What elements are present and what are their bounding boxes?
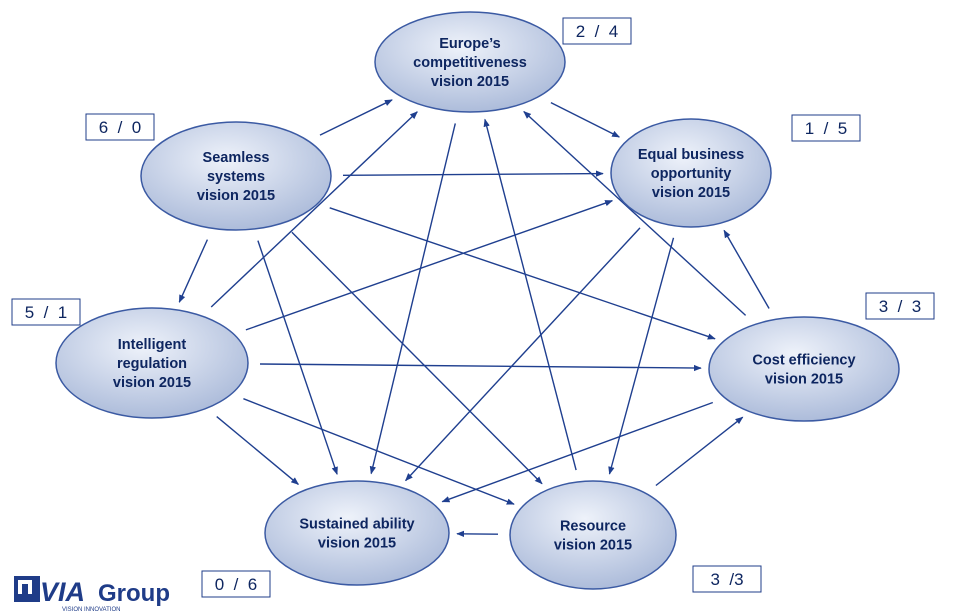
- node-cost: Cost efficiency vision 2015: [708, 316, 900, 422]
- arrow-seamless-to-sustained: [257, 240, 338, 475]
- score-frame-sustained: [201, 570, 271, 598]
- node-label-seamless-line-2: vision 2015: [197, 188, 275, 204]
- logo-brand-sub: Group: [98, 580, 170, 607]
- node-label-resource-line-0: Resource: [560, 519, 626, 535]
- arrow-europe-to-equal: [550, 101, 621, 138]
- arrow-seamless-to-intelligent: [178, 239, 209, 303]
- node-label-intelligent-line-2: vision 2015: [113, 375, 191, 391]
- node-label-intelligent-line-1: regulation: [117, 356, 187, 372]
- score-frame-seamless: [85, 113, 155, 141]
- score-frame-resource: [692, 565, 762, 593]
- node-label-resource-line-1: vision 2015: [554, 538, 632, 554]
- score-value-sustained: 0 / 6: [215, 575, 258, 594]
- logo-tagline: VISION INNOVATION: [62, 607, 120, 613]
- arrow-resource-to-cost: [655, 416, 744, 487]
- score-frame-intelligent: [11, 298, 81, 326]
- node-ellipse-seamless: [140, 121, 332, 231]
- scores-layer: 2 / 4 1 / 5 3 / 3 3 /3 0 / 6 5 / 1 6 / 0: [11, 17, 935, 598]
- score-frame-europe: [562, 17, 632, 45]
- arrow-intelligent-to-cost: [259, 363, 702, 372]
- score-box-intelligent: 5 / 1: [11, 298, 81, 326]
- logo-brand-main: VIA: [40, 577, 85, 607]
- arrow-cost-to-sustained: [441, 401, 714, 503]
- node-resource: Resource vision 2015: [509, 480, 677, 590]
- node-europe: Europe’s competitiveness vision 2015: [374, 11, 566, 113]
- node-label-europe-line-1: competitiveness: [413, 55, 527, 71]
- score-box-seamless: 6 / 0: [85, 113, 155, 141]
- arrow-cost-to-europe: [523, 110, 747, 316]
- score-box-equal: 1 / 5: [791, 114, 861, 142]
- arrow-intelligent-to-resource: [243, 398, 515, 505]
- node-label-cost-line-0: Cost efficiency: [752, 353, 855, 369]
- score-frame-cost: [865, 292, 935, 320]
- node-label-intelligent-line-0: Intelligent: [118, 337, 187, 353]
- score-value-cost: 3 / 3: [879, 297, 922, 316]
- node-label-cost-line-1: vision 2015: [765, 372, 843, 388]
- arrow-europe-to-sustained: [369, 123, 456, 475]
- node-label-sustained-line-0: Sustained ability: [299, 517, 414, 533]
- node-intelligent: Intelligent regulation vision 2015: [55, 307, 249, 419]
- arrow-intelligent-to-sustained: [216, 416, 300, 485]
- arrow-seamless-to-cost: [329, 207, 716, 340]
- node-ellipse-equal: [610, 118, 772, 228]
- node-label-equal-line-2: vision 2015: [652, 185, 730, 201]
- node-label-seamless-line-0: Seamless: [203, 150, 270, 166]
- score-value-equal: 1 / 5: [805, 119, 848, 138]
- arrow-seamless-to-europe: [319, 99, 393, 136]
- node-label-europe-line-0: Europe’s: [439, 36, 501, 52]
- arrow-cost-to-equal: [723, 229, 770, 309]
- node-ellipse-sustained: [264, 480, 450, 586]
- node-equal: Equal business opportunity vision 2015: [610, 118, 772, 228]
- arrow-resource-to-europe: [483, 118, 577, 471]
- score-value-intelligent: 5 / 1: [25, 303, 68, 322]
- node-label-seamless-line-1: systems: [207, 169, 265, 185]
- score-box-europe: 2 / 4: [562, 17, 632, 45]
- edges-layer: [178, 99, 770, 538]
- arrow-equal-to-resource: [608, 237, 675, 475]
- node-label-equal-line-1: opportunity: [651, 166, 732, 182]
- arrow-seamless-to-equal: [342, 170, 604, 177]
- node-ellipse-europe: [374, 11, 566, 113]
- node-label-sustained-line-1: vision 2015: [318, 536, 396, 552]
- node-ellipse-resource: [509, 480, 677, 590]
- node-sustained: Sustained ability vision 2015: [264, 480, 450, 586]
- node-label-europe-line-2: vision 2015: [431, 74, 509, 90]
- score-box-cost: 3 / 3: [865, 292, 935, 320]
- score-box-sustained: 0 / 6: [201, 570, 271, 598]
- node-ellipse-intelligent: [55, 307, 249, 419]
- node-seamless: Seamless systems vision 2015: [140, 121, 332, 231]
- node-label-equal-line-0: Equal business: [638, 147, 744, 163]
- score-value-seamless: 6 / 0: [99, 118, 142, 137]
- score-frame-equal: [791, 114, 861, 142]
- score-value-resource: 3 /3: [710, 570, 743, 589]
- arrow-equal-to-sustained: [405, 227, 641, 482]
- arrow-intelligent-to-europe: [210, 111, 418, 308]
- arrow-seamless-to-resource: [291, 231, 543, 485]
- node-ellipse-cost: [708, 316, 900, 422]
- score-value-europe: 2 / 4: [576, 22, 619, 41]
- logo-square-core: [22, 584, 28, 598]
- arrow-intelligent-to-equal: [245, 200, 614, 331]
- via-group-logo: VIA Group VISION INNOVATION: [14, 576, 170, 613]
- score-box-resource: 3 /3: [692, 565, 762, 593]
